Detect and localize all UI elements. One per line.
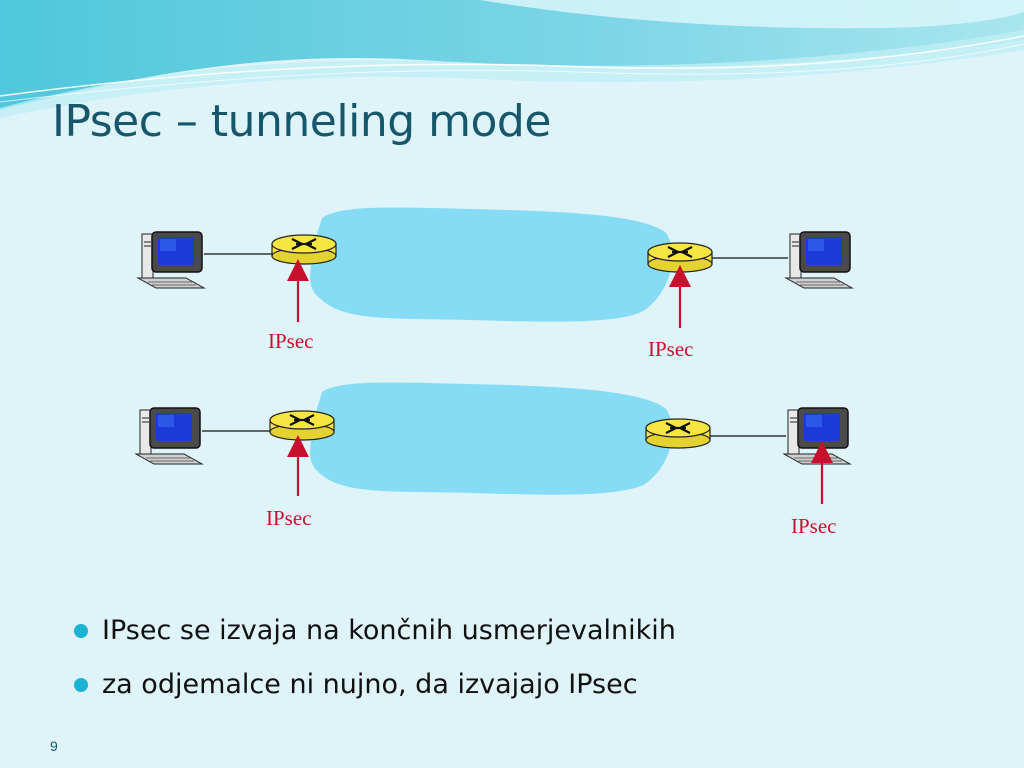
bullet-text: za odjemalce ni nujno, da izvajajo IPsec xyxy=(102,669,638,700)
host-icon-bottom-right xyxy=(783,407,851,465)
bullet-list: IPsec se izvaja na končnih usmerjevalnik… xyxy=(70,608,676,716)
internet-cloud-top xyxy=(310,207,673,322)
router-icon-top-left xyxy=(270,233,338,266)
host-icon-top-left xyxy=(137,231,205,289)
host-icon-top-right xyxy=(785,231,853,289)
page-number: 9 xyxy=(50,738,58,754)
bullet-dot-icon xyxy=(74,624,88,638)
ipsec-label-top-left: IPsec xyxy=(268,329,314,353)
bullet-item: za odjemalce ni nujno, da izvajajo IPsec xyxy=(70,662,676,716)
slide-title: IPsec – tunneling mode xyxy=(52,96,551,147)
header-wave-decoration xyxy=(0,0,1024,118)
ipsec-label-bottom-right: IPsec xyxy=(791,514,837,538)
router-icon-bottom-right xyxy=(644,417,712,450)
ipsec-label-top-right: IPsec xyxy=(648,337,694,361)
internet-cloud-bottom xyxy=(310,382,673,495)
host-icon-bottom-left xyxy=(135,407,203,465)
router-icon-bottom-left xyxy=(268,409,336,442)
router-icon-top-right xyxy=(646,241,714,274)
bullet-dot-icon xyxy=(74,678,88,692)
bullet-text: IPsec se izvaja na končnih usmerjevalnik… xyxy=(102,615,676,646)
bullet-item: IPsec se izvaja na končnih usmerjevalnik… xyxy=(70,608,676,662)
ipsec-label-bottom-left: IPsec xyxy=(266,506,312,530)
tunneling-diagram: IPsec IPsec IPsec IPsec xyxy=(135,207,853,538)
